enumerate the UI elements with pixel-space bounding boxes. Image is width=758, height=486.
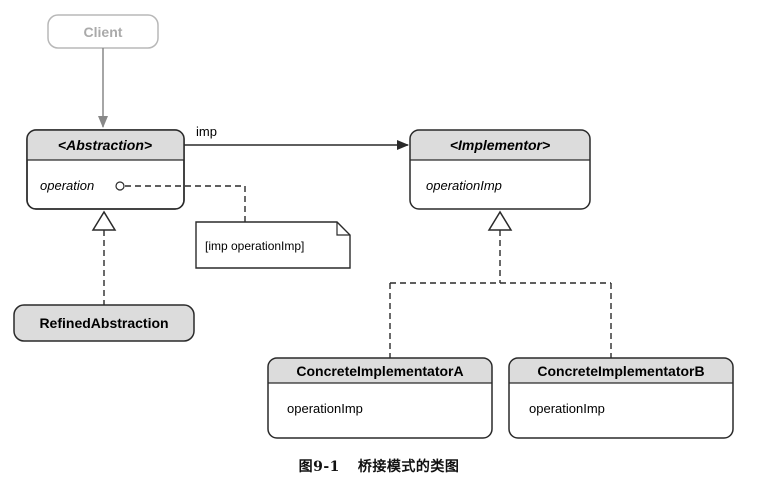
abstraction-name: <Abstraction> (58, 137, 152, 153)
abstraction-class: <Abstraction> operation (26, 129, 185, 210)
implementor-class: <Implementor> operationImp (409, 129, 591, 210)
implementor-generalization (389, 210, 612, 358)
figure-number: 图9-1 (298, 459, 340, 475)
operation-note-anchor (115, 181, 125, 191)
concrete-b-operation: operationImp (529, 401, 605, 416)
imp-association-label: imp (196, 124, 217, 139)
figure-title: 桥接模式的类图 (357, 459, 460, 475)
implementor-name: <Implementor> (450, 137, 550, 153)
class-diagram: Client <Abstraction> operation [imp oper… (13, 14, 734, 439)
client-box: Client (47, 14, 159, 49)
refined-abstraction-name: RefinedAbstraction (39, 315, 168, 331)
refined-abstraction-class: RefinedAbstraction (13, 304, 195, 342)
note-text: [imp operationImp] (205, 239, 304, 253)
abstraction-operation: operation (40, 178, 94, 193)
client-label: Client (84, 24, 123, 40)
concrete-a-name: ConcreteImplementatorA (296, 363, 463, 379)
implementor-operation: operationImp (426, 178, 502, 193)
concrete-b-name: ConcreteImplementatorB (537, 363, 704, 379)
note-connector (125, 185, 246, 222)
concrete-implementator-b-class: ConcreteImplementatorB operationImp (508, 357, 734, 439)
concrete-implementator-a-class: ConcreteImplementatorA operationImp (267, 357, 493, 439)
refined-generalization (91, 210, 117, 305)
concrete-a-operation: operationImp (287, 401, 363, 416)
figure-caption: 图9-1 桥接模式的类图 (0, 456, 758, 476)
implementation-note: [imp operationImp] (195, 221, 351, 269)
